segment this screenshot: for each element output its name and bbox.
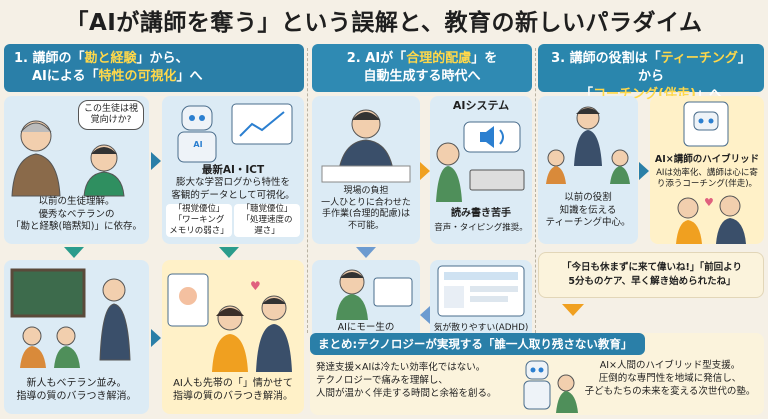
- svg-text:♥: ♥: [704, 196, 714, 209]
- classroom-text: 新人もベテラン並み。 指導の質のバラつき解消。: [16, 378, 137, 402]
- speaker-icon: [436, 121, 525, 202]
- arrow-down: [219, 247, 239, 258]
- veteran-teacher-illustration: [11, 120, 125, 197]
- visual-dominant-tag: 「視覚優位」 「ワーキング メモリの弱さ」: [166, 204, 232, 237]
- coaching-illustration: ♥: [676, 195, 746, 244]
- simple-ui-illustration: [437, 265, 525, 317]
- ai-system-panel: AIシステム 読み書き苦手 音声・タイピング推奨。: [430, 96, 532, 244]
- hybrid-title: AI×講師のハイブリッド: [654, 154, 760, 165]
- section-1-header: 1. 講師の「勘と経験」から、 AIによる「特性の可視化」へ: [4, 44, 304, 92]
- question-bubble: この生徒は視覚向けか?: [78, 100, 144, 130]
- classroom-panel: 新人もベテラン並み。 指導の質のバラつき解消。: [4, 260, 149, 414]
- quote-panel: 「今日も休まずに来て偉いね!」「前回より 5分ものケア、早く解き始められたね」: [538, 252, 764, 298]
- arrow-right: [639, 162, 649, 180]
- column-divider: [307, 48, 308, 333]
- arrow-down: [64, 247, 84, 258]
- previous-role-text: 以前の役割 知識を伝える ティーチング中心。: [545, 192, 631, 228]
- veteran-teacher-panel: この生徒は視覚向けか? 以前の生徒理解。 優秀なベテランの 「勘と経験(暗黙知)…: [4, 96, 149, 244]
- previous-role-panel: 以前の役割 知識を伝える ティーチング中心。: [538, 96, 638, 244]
- tablet-illustration: ♥: [167, 273, 292, 372]
- hybrid-text: AIは効率化、講師は心に寄 り添うコーチング(伴走)。: [656, 168, 758, 189]
- robot-tablet-illustration: [683, 101, 729, 147]
- burden-text: 現場の負担 一人ひとりに合わせた 手作業(合理的配慮)は 不可能。: [321, 186, 411, 231]
- ai-ict-title: 最新AI・ICT: [201, 164, 265, 176]
- column-divider: [535, 48, 536, 333]
- ai-ict-panel: AI 最新AI・ICT 膨大な学習ログから特性を 客観的データとして可視化。 「…: [162, 96, 304, 244]
- robot-and-child-illustration: [523, 360, 578, 413]
- arrow-right: [420, 162, 430, 180]
- summary-header: まとめ:テクノロジーが実現する「誰一人取り残さない教育」: [310, 333, 645, 355]
- encouragement-quote: 「今日も休まずに来て偉いね!」「前回より 5分ものケア、早く解き始められたね」: [562, 262, 742, 287]
- stressed-teacher-illustration: [321, 109, 411, 183]
- section-3-header: 3. 講師の役割は「ティーチング」から 「コーチング(伴走)」へ: [538, 44, 764, 102]
- robot-screen-label: AI: [193, 140, 203, 149]
- classroom-illustration: [10, 268, 131, 368]
- summary-text-1: 発達支援×AIは冷たい効率化ではない。 テクノロジーで痛みを理解し、 人間が温か…: [316, 362, 497, 399]
- ai-tablet-text: AI人も先帯の「」情かせて 指導の質のバラつき解消。: [173, 378, 293, 402]
- arrow-right: [151, 329, 161, 347]
- auditory-dominant-tag: 「聴覚優位」 「処理速度の 遅さ」: [234, 204, 300, 237]
- section-2-header: 2. AIが「合理的配慮」を 自動生成する時代へ: [312, 44, 532, 92]
- ai-ict-text: 膨大な学習ログから特性を 客観的データとして可視化。: [171, 177, 295, 201]
- ai-system-title: AIシステム: [452, 99, 510, 112]
- arrow-left: [420, 306, 430, 324]
- page-title: 「AIが講師を奪う」という誤解と、教育の新しいパラダイム: [65, 10, 703, 36]
- hybrid-panel: AI×講師のハイブリッド AIは効率化、講師は心に寄 り添うコーチング(伴走)。…: [650, 96, 764, 244]
- ai-tablet-panel: ♥ AI人も先帯の「」情かせて 指導の質のバラつき解消。: [162, 260, 304, 414]
- section-1: 1. 講師の「勘と経験」から、 AIによる「特性の可視化」へ この生徒は視覚向け…: [4, 44, 304, 416]
- robot-illustration: [177, 103, 293, 163]
- ai-system-text-2: 音声・タイピング推奨。: [434, 223, 528, 233]
- summary-text-2: AI×人間のハイブリッド型支援。 圧倒的な専門性を地域に発信し、 子どもたちの未…: [584, 360, 756, 397]
- summary-panel: まとめ:テクノロジーが実現する「誰一人取り残さない教育」 発達支援×AIは冷たい…: [310, 333, 764, 415]
- ai-system-text-1: 読み書き苦手: [451, 208, 511, 219]
- student-illustration: [336, 269, 413, 320]
- veteran-teacher-text: 以前の生徒理解。 優秀なベテランの 「勘と経験(暗黙知)」に依存。: [11, 196, 142, 232]
- section-3: 3. 講師の役割は「ティーチング」から 「コーチング(伴走)」へ 以前の役割 知…: [538, 44, 764, 416]
- burden-panel: 現場の負担 一人ひとりに合わせた 手作業(合理的配慮)は 不可能。: [312, 96, 420, 244]
- arrow-down: [356, 247, 376, 258]
- arrow-down: [562, 304, 584, 316]
- svg-text:♥: ♥: [250, 279, 261, 293]
- arrow-right: [151, 152, 161, 170]
- lecture-illustration: [546, 106, 630, 184]
